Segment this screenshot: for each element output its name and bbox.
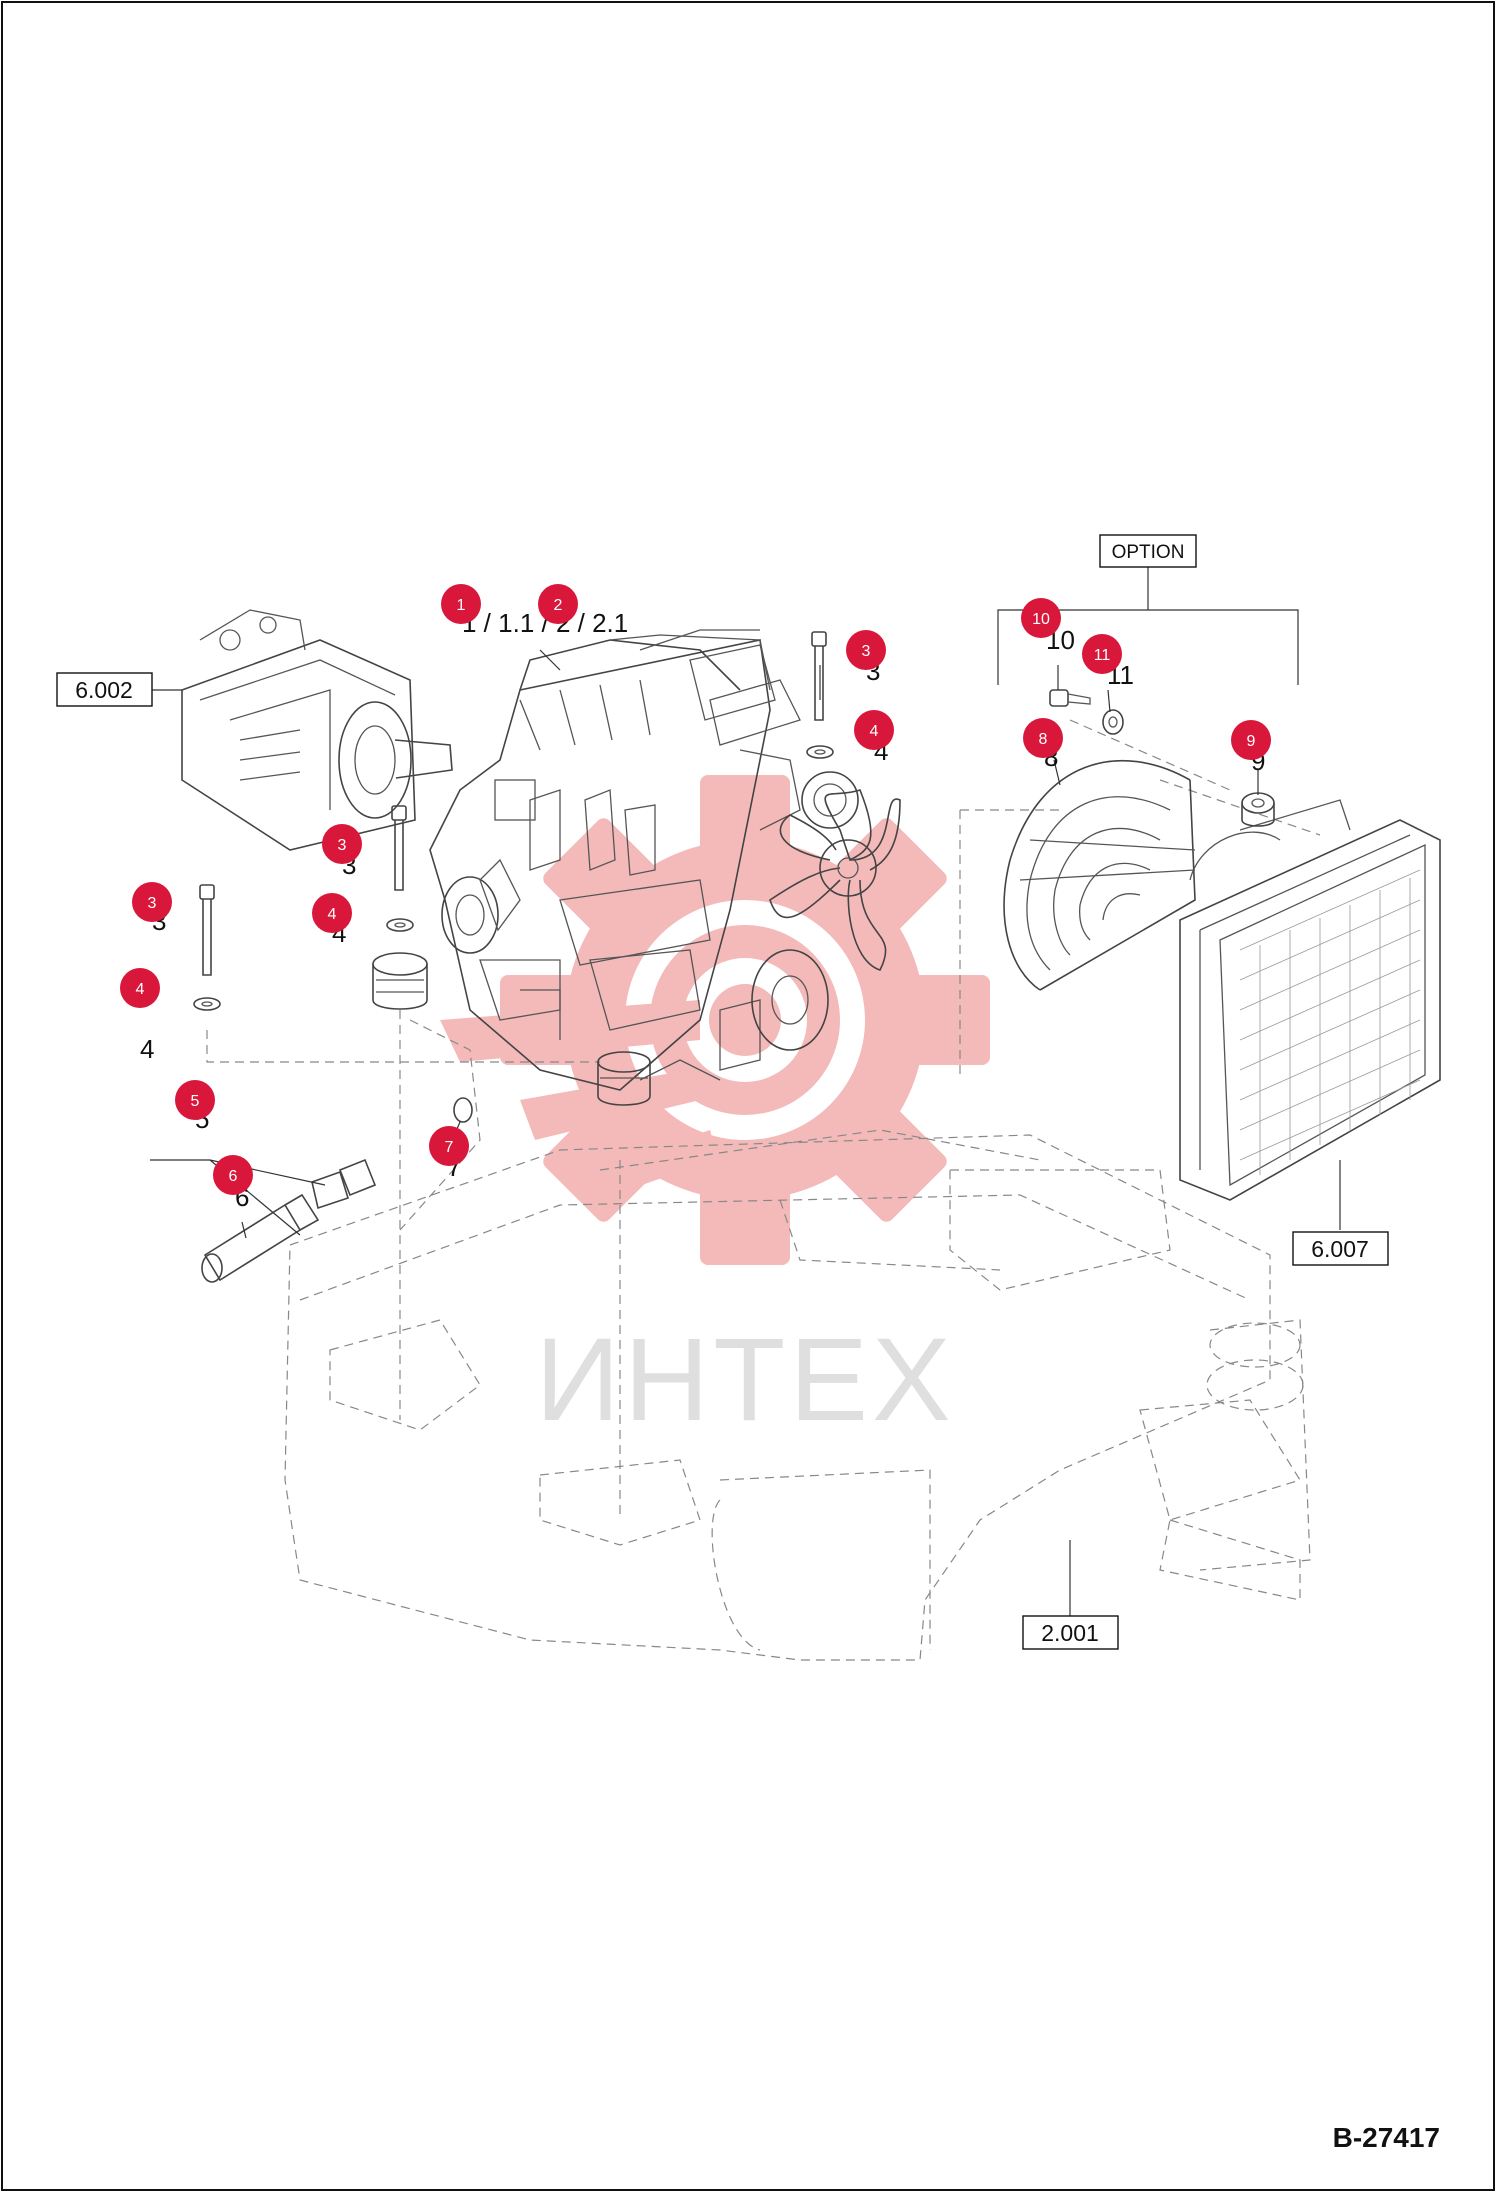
ref-box-6007[interactable]: 6.007 [1292,1231,1389,1266]
svg-text:8: 8 [1039,731,1048,748]
badge-1[interactable]: 1 [441,584,481,624]
badge-7[interactable]: 7 [429,1126,469,1166]
bolt-3-left [199,884,215,976]
ref-box-6007-label: 6.007 [1311,1236,1369,1262]
svg-text:6: 6 [229,1168,238,1185]
bolt-3-top [811,631,827,721]
bolt-3-mid [391,805,407,891]
callout-4-left: 4 [140,1034,154,1064]
document-code: B-27417 [1332,2122,1440,2153]
svg-text:1: 1 [457,597,466,614]
badge-3-mid[interactable]: 3 [322,824,362,864]
option-bracket: OPTION [997,534,1299,685]
badge-8[interactable]: 8 [1023,718,1063,758]
washer-11 [1102,709,1124,735]
assembly-leader-lines [206,719,1321,1520]
badge-9[interactable]: 9 [1231,720,1271,760]
engine-mount-right [597,1051,651,1106]
engine-mount-left [372,952,428,1010]
ref-box-6002-label: 6.002 [75,677,133,703]
ref-box-2001[interactable]: 2.001 [1022,1615,1119,1650]
svg-text:3: 3 [862,643,871,660]
badge-6[interactable]: 6 [213,1155,253,1195]
base-frame-drawing [284,1019,1311,1661]
badge-4-mid[interactable]: 4 [312,893,352,933]
badge-3-top[interactable]: 3 [846,630,886,670]
svg-text:10: 10 [1032,611,1050,628]
bolt-10 [1049,689,1091,707]
badge-11[interactable]: 11 [1082,634,1122,674]
hydraulic-pump-drawing [181,609,453,851]
badge-4-top[interactable]: 4 [854,710,894,750]
svg-text:4: 4 [870,723,879,740]
washer-4-mid [386,918,414,932]
radiator-drawing [1179,799,1441,1201]
option-label: OPTION [1112,542,1185,563]
badge-2[interactable]: 2 [538,584,578,624]
svg-text:11: 11 [1094,647,1111,664]
callout-badges: 1 2 3 4 3 4 3 4 5 6 7 8 9 10 11 [120,584,1271,1195]
cooling-fan-drawing [751,789,901,1051]
option-label-box [1099,534,1197,568]
svg-text:9: 9 [1247,733,1256,750]
badge-4-left[interactable]: 4 [120,968,160,1008]
watermark-text: ИНТЕХ [535,1314,955,1446]
svg-text:5: 5 [191,1093,200,1110]
badge-5[interactable]: 5 [175,1080,215,1120]
svg-text:4: 4 [136,981,145,998]
o-ring-7 [453,1097,473,1123]
fan-guard-drawing [1003,759,1196,991]
badge-10[interactable]: 10 [1021,598,1061,638]
badge-3-left[interactable]: 3 [132,882,172,922]
washer-4-left [193,997,221,1011]
svg-text:2: 2 [554,597,563,614]
svg-text:3: 3 [148,895,157,912]
fitting-5 [311,1158,377,1210]
washer-4-top [806,745,834,759]
svg-text:4: 4 [328,906,337,923]
hose-adapter-6 [201,1193,320,1283]
engine-drawing [429,629,859,1091]
ref-box-6002[interactable]: 6.002 [56,672,153,707]
ref-box-2001-label: 2.001 [1041,1620,1099,1646]
svg-text:3: 3 [338,837,347,854]
svg-text:7: 7 [445,1139,454,1156]
watermark-gear-logo: ИНТЕХ [440,775,990,1446]
